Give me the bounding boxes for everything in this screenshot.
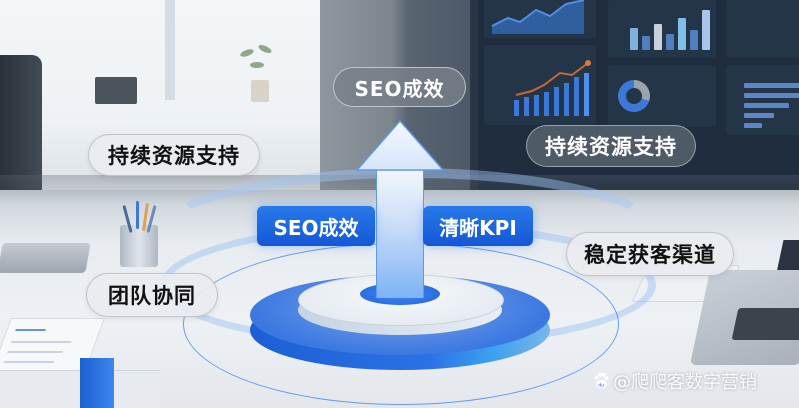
paper-line	[3, 361, 55, 363]
combo-chart-icon	[514, 60, 591, 116]
paper-line	[10, 341, 72, 343]
laptop-keyboard	[731, 308, 799, 340]
chart-bar	[690, 30, 698, 50]
tag-seo-results-text: SEO成效	[273, 215, 359, 240]
chart-bar	[678, 18, 686, 50]
pen	[136, 201, 139, 229]
table-panel	[726, 0, 799, 58]
plant-leaf	[250, 62, 264, 68]
donut-chart	[618, 80, 650, 112]
combo-chart-panel	[484, 45, 596, 125]
blue-cube-decor	[80, 358, 114, 408]
label-text: 团队协同	[108, 284, 196, 308]
paper-line	[15, 329, 46, 331]
label-text: 稳定获客渠道	[584, 243, 716, 267]
window-frame	[165, 0, 175, 100]
label-text: 持续资源支持	[545, 135, 677, 159]
chart-bar	[630, 28, 638, 50]
dashboard-monitor	[470, 0, 799, 200]
donut-chart-panel	[608, 65, 716, 127]
svg-text:du: du	[598, 382, 604, 388]
hbar	[744, 83, 799, 88]
hbar	[744, 113, 774, 118]
label-text: 持续资源支持	[108, 144, 240, 168]
baidu-paw-icon: du	[594, 372, 609, 389]
watermark: du @爬爬客数字营销	[592, 368, 757, 394]
tag-seo-results: SEO成效	[257, 206, 375, 246]
hbar	[744, 93, 799, 98]
paper-line	[7, 351, 63, 353]
area-chart-icon	[491, 0, 585, 34]
chart-bar	[642, 36, 650, 50]
tag-clear-kpi-text: 清晰KPI	[439, 215, 517, 240]
hbar	[744, 123, 762, 128]
line-chart-panel	[484, 0, 596, 38]
plant-pot	[251, 80, 269, 102]
label-seo-results-top: SEO成效	[333, 67, 466, 107]
up-arrow-icon	[356, 120, 444, 171]
chart-bar	[666, 34, 674, 50]
hbar	[744, 103, 789, 108]
label-resource-support-left: 持续资源支持	[88, 134, 260, 176]
watermark-text: @爬爬客数字营销	[613, 372, 757, 393]
chart-bar	[654, 24, 662, 50]
office-chair	[0, 55, 42, 205]
label-team-collaboration: 团队协同	[86, 273, 218, 317]
label-stable-acquisition: 稳定获客渠道	[566, 232, 734, 276]
label-text: SEO成效	[354, 76, 445, 101]
chart-bar	[702, 10, 710, 50]
tag-clear-kpi: 清晰KPI	[423, 206, 533, 246]
label-resource-support-right: 持续资源支持	[526, 125, 696, 167]
growth-arrow-shaft	[376, 168, 424, 298]
notebook	[0, 243, 91, 273]
bar-chart-panel	[608, 0, 716, 58]
background-laptop	[95, 77, 137, 104]
horizontal-bar-panel	[726, 65, 799, 135]
